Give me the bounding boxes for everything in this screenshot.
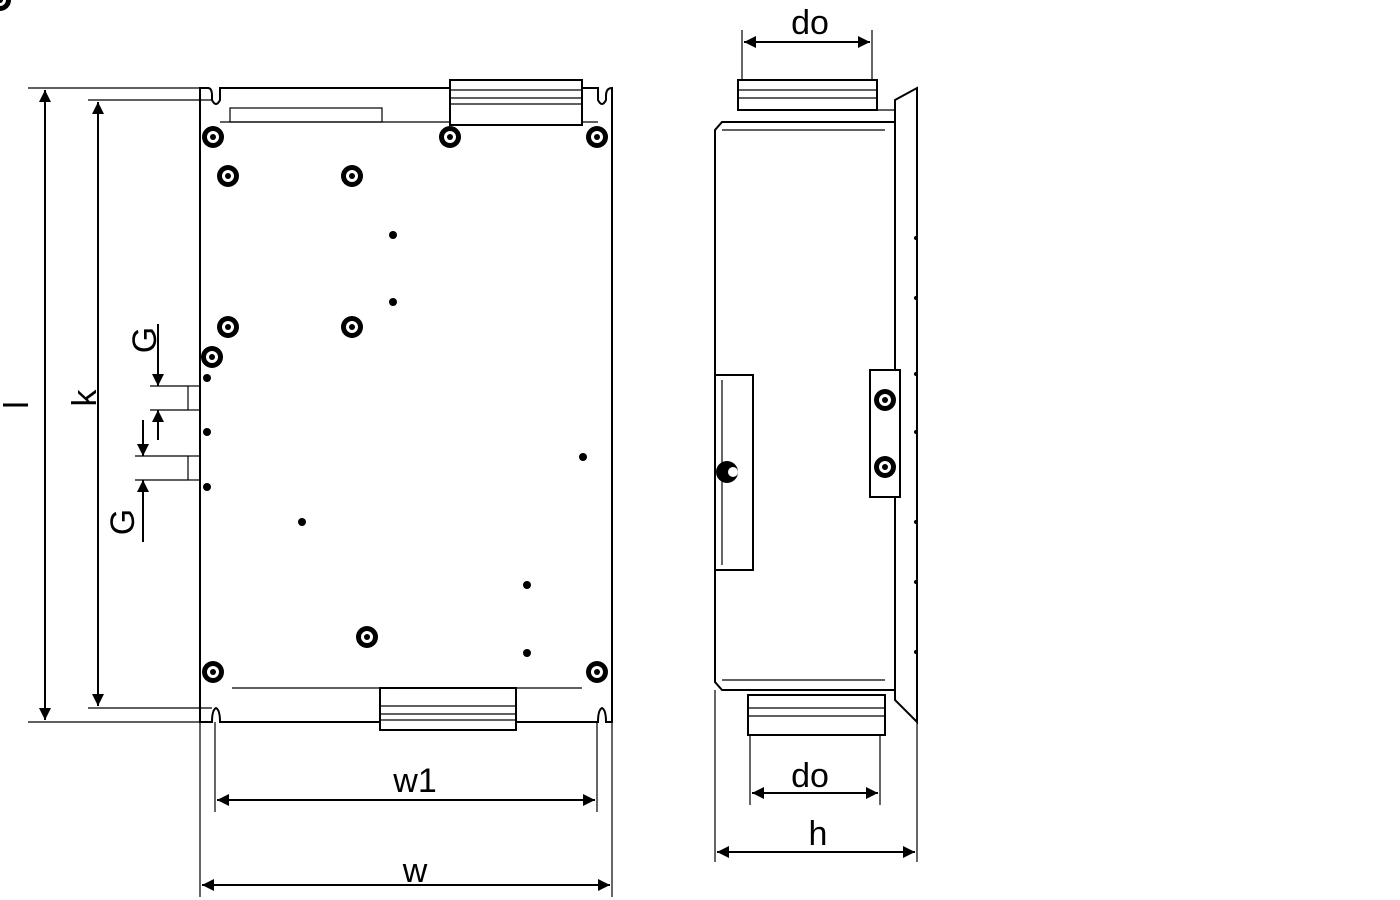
label-do-bottom: do	[791, 757, 829, 795]
label-w: w	[402, 852, 428, 890]
label-g-upper: G	[126, 327, 164, 353]
front-body	[199, 86, 613, 723]
connector-block-upper	[187, 385, 201, 411]
top-duct-connector	[449, 79, 583, 126]
side-body	[714, 121, 896, 691]
label-g-lower: G	[104, 509, 142, 535]
label-h: h	[809, 815, 828, 853]
label-l: l	[0, 401, 36, 409]
mounting-studs	[0, 0, 608, 683]
bottom-duct-connector	[379, 687, 517, 731]
screw-dots	[203, 231, 587, 657]
label-k: k	[66, 389, 104, 407]
side-bottom-connector	[747, 694, 886, 736]
connector-block-lower	[187, 455, 201, 481]
label-w1: w1	[392, 762, 436, 800]
side-view	[714, 79, 918, 736]
label-do-top: do	[791, 4, 829, 42]
front-view	[0, 0, 613, 731]
side-top-connector	[737, 79, 878, 111]
side-dimensions: do do h	[714, 4, 918, 862]
front-dimensions: l k G G w1 w	[0, 87, 613, 897]
